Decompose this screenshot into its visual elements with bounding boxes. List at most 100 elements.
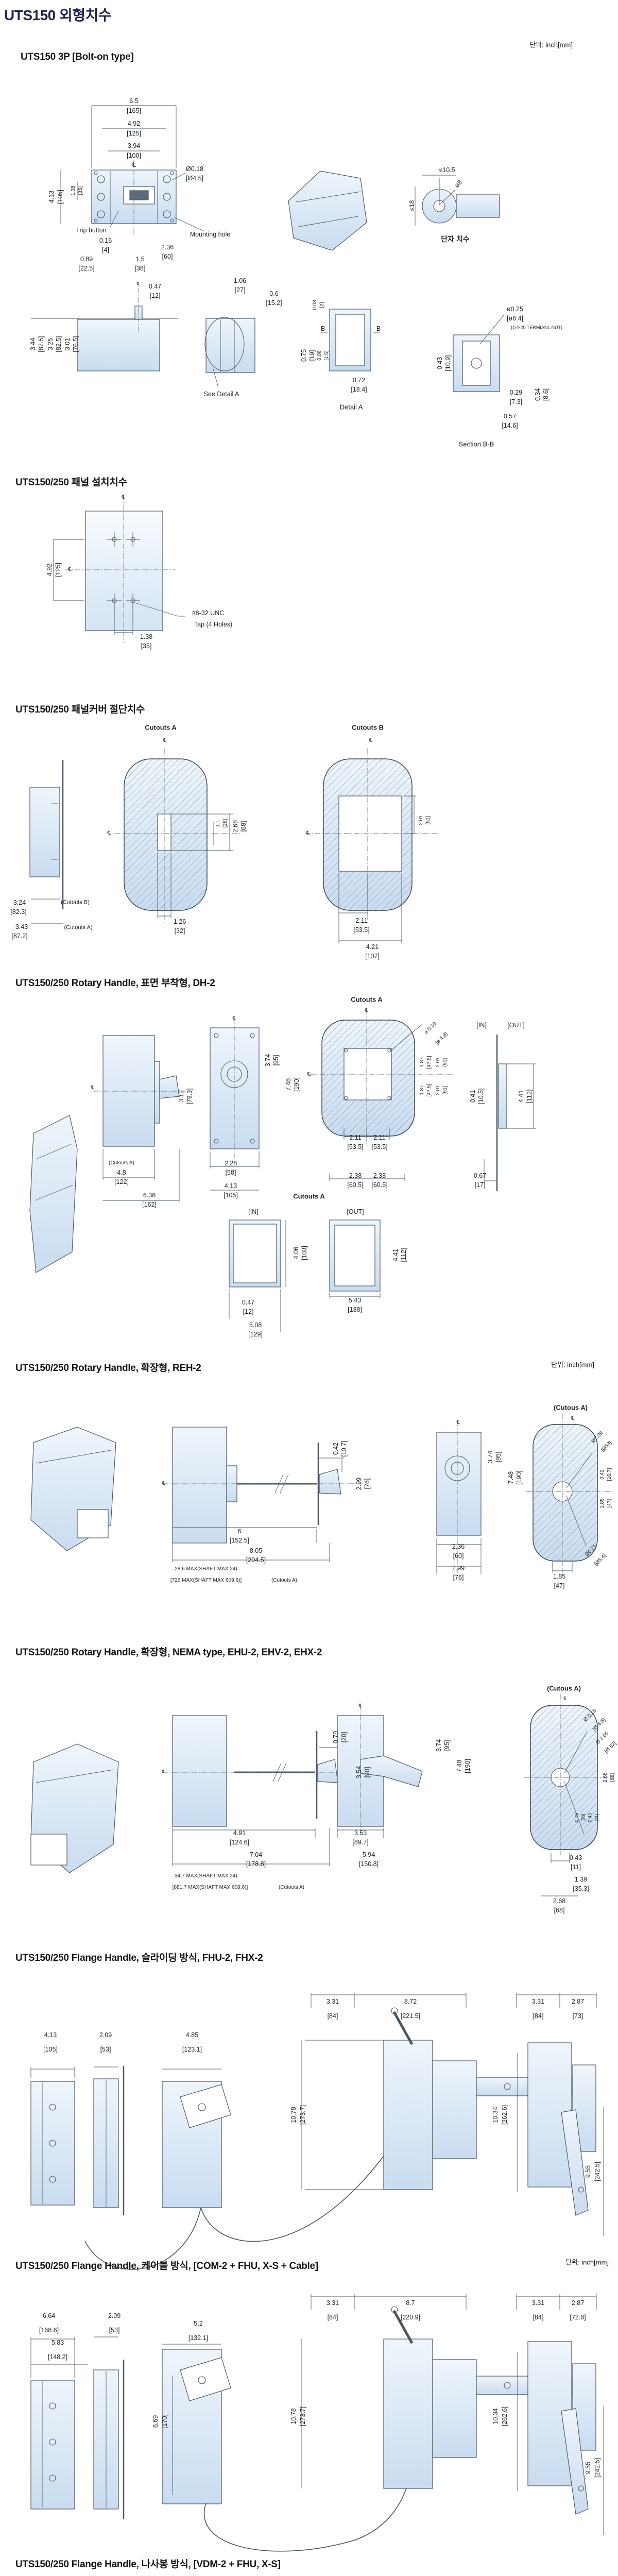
dim-label: [84] [327, 2012, 338, 2020]
dim-label: Cutouts B [351, 723, 384, 732]
dim-label: [51] [425, 816, 431, 825]
dim-label: 3.31 [326, 2299, 339, 2307]
dim-label: 3.74 [486, 1450, 494, 1464]
dim-label: ℄ [563, 1696, 568, 1702]
dim-label: [68] [610, 1773, 615, 1782]
dim-label: ℄ [162, 1769, 166, 1775]
dim-label: [28] [222, 819, 228, 828]
dim-label: 0.16 [99, 236, 112, 244]
dim-label: ℄ [456, 1420, 460, 1426]
dim-label: ℄ [365, 1008, 369, 1013]
dim-label: B [320, 325, 325, 332]
dim-label: 1.87 [419, 1057, 425, 1067]
dim-label: [22.5] [78, 264, 95, 272]
dim-label: 1.5 [135, 255, 145, 263]
section-heading-flange-sliding-fhu2: UTS150/250 Flange Handle, 슬라이딩 방식, FHU-2… [15, 1953, 263, 1963]
dim-label: Mounting hole [190, 230, 231, 238]
dim-label: 3.53 [354, 1829, 367, 1837]
dim-label: 4.21 [366, 943, 379, 951]
dim-label: [73] [572, 2012, 583, 2020]
dim-label: [125] [127, 129, 141, 137]
dim-label: 0.89 [80, 255, 93, 263]
dim-label: ℄ [307, 1072, 311, 1077]
dim-label: Trip button [76, 226, 107, 234]
dim-label: 2.11 [349, 1133, 362, 1141]
dim-label: [53] [109, 2326, 120, 2334]
dim-label: [87.5] [37, 336, 45, 352]
dim-label: ≤10.5 [439, 166, 455, 174]
dim-label: [84] [533, 2313, 544, 2321]
section-heading-bolt-on-3p: UTS150 3P [Bolt-on type] [21, 52, 134, 62]
dim-label: [68] [239, 821, 247, 832]
dim-label: 0.08 [312, 300, 318, 310]
dim-label: [12] [243, 1308, 254, 1315]
dim-label: See Detail A [203, 390, 239, 398]
section-heading-flange-rod-vdm2: UTS150/250 Flange Handle, 나사봉 방식, [VDM-2… [15, 2559, 281, 2570]
dim-label: [10.9] [444, 355, 452, 371]
dim-label: 8.7 [406, 2299, 415, 2307]
dim-label: 10.78 [289, 2408, 297, 2425]
dim-label: [53.5] [371, 1143, 388, 1150]
dim-label: 1.38 [71, 185, 76, 196]
dim-label: [95] [494, 1451, 502, 1463]
dim-label: [11] [571, 1863, 581, 1871]
dim-label: 3.54 [355, 1766, 363, 1779]
dim-label: [10.7] [607, 1468, 612, 1481]
dim-label: [76] [363, 1478, 371, 1489]
dim-label: [IN] [476, 1021, 487, 1029]
dim-label: 0.43 [587, 1813, 593, 1822]
dim-label: [138] [348, 1306, 362, 1313]
dim-label: 0.79 [332, 1731, 339, 1744]
dim-label: ℄ [306, 831, 310, 836]
dim-label: ℄ [162, 1481, 166, 1486]
dim-label: [51] [442, 1086, 448, 1095]
dim-label: 4.8 [117, 1168, 126, 1176]
dim-label: 2.01 [435, 1057, 441, 1067]
dim-label: [32] [174, 927, 185, 935]
dim-label: 6.64 [42, 2312, 56, 2319]
dim-label: (Cutouts B) [61, 899, 90, 906]
dim-label: (Cutouts A) [64, 924, 93, 931]
dim-label: ℄ [131, 161, 136, 168]
dim-label: 6.38 [143, 1191, 156, 1199]
dim-label: 0.06 [317, 350, 322, 361]
dim-label: 5.43 [348, 1296, 362, 1304]
dim-label: 1.39 [574, 1875, 588, 1883]
dim-label: [27] [234, 286, 246, 294]
dim-label: [ø6.4] [507, 314, 523, 322]
dim-label: 8.72 [404, 1997, 417, 2005]
dim-label: 0.79 [574, 1813, 579, 1822]
section-heading-rotary-reh2: UTS150/250 Rotary Handle, 확장형, REH-2 [15, 1363, 201, 1374]
dim-label: [89.7] [352, 1838, 369, 1846]
dim-label: [51] [442, 1058, 448, 1067]
dim-label: [273.7] [299, 2406, 306, 2427]
dim-label: [107] [365, 952, 380, 960]
dim-label: [35] [141, 642, 152, 650]
dim-label: 0.47 [242, 1298, 255, 1306]
dim-label: 3.01 [63, 337, 71, 351]
dim-label: [76] [453, 1573, 464, 1581]
dim-label: 0.29 [509, 388, 523, 396]
dim-label: 2.99 [355, 1477, 363, 1490]
dim-label: 4.92 [45, 563, 53, 577]
dim-label: 1.26 [173, 918, 186, 925]
section-heading-panel-mount: UTS150/250 패널 설치치수 [15, 477, 127, 488]
dim-label: [262.6] [501, 2406, 508, 2427]
dim-label: [2] [319, 302, 325, 308]
dim-label: [122] [114, 1178, 129, 1185]
section-heading-flange-cable-com2: UTS150/250 Flange Handle, 케이블 방식, [COM-2… [15, 2261, 318, 2272]
dim-label: 4.41 [391, 1248, 399, 1262]
dim-label: [18.4] [351, 385, 367, 393]
dim-label: [20] [340, 1732, 348, 1743]
dim-label: [58] [225, 1168, 236, 1176]
dim-label: 2.38 [373, 1172, 386, 1179]
dim-label: 0.43 [569, 1854, 582, 1861]
dim-label: [170] [161, 2414, 168, 2429]
dim-label: [60] [162, 252, 173, 260]
section-drawing-flange-cable-com2 [30, 2294, 604, 2552]
section-drawing-bolt-on-3p [31, 105, 504, 392]
dim-label: [129] [248, 1330, 263, 1338]
section-drawing-rotary-reh2 [30, 1414, 614, 1574]
dim-label: #8-32 UNC [192, 609, 225, 617]
